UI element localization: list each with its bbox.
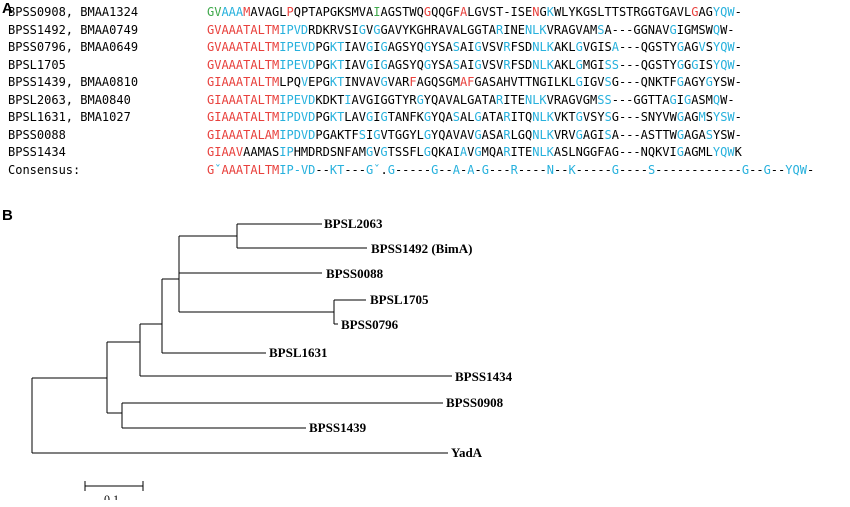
sequence-name: BPSS0088 (8, 127, 66, 142)
tree-leaf-label: BPSL1705 (370, 292, 429, 307)
sequence-residues: GVAAATALTMIPEVDPGKTIAVGIGAGSYQGYSASAIGVS… (207, 57, 742, 72)
tree-leaf-label: BPSL2063 (324, 216, 383, 231)
sequence-residues: GIAAATALTMIPDVDPGKTLAVGIGTANFKGYQASALGAT… (207, 110, 742, 124)
alignment-row: BPSL1705 GVAAATALTMIPEVDPGKTIAVGIGAGSYQGY… (8, 57, 814, 75)
sequence-name: Consensus: (8, 162, 81, 177)
sequence-name: BPSL1631, BMA1027 (8, 110, 131, 124)
alignment-row: BPSS0796, BMAA0649 GVAAATALTMIPEVDPGKTIAV… (8, 39, 814, 57)
tree-leaf-label: BPSS1492 (BimA) (371, 241, 472, 256)
sequence-name: BPSL2063, BMA0840 (8, 92, 131, 107)
sequence-name: BPSS0908, BMAA1324 (8, 5, 139, 19)
sequence-name: BPSS1492, BMAA0749 (8, 22, 139, 37)
sequence-alignment: BPSS0908, BMAA1324 GVAAAMAVAGLPQPTAPGKSMV… (8, 4, 814, 179)
phylogenetic-tree: BPSL2063 BPSS1492 (BimA) BPSS0088 BPSL17… (31, 216, 513, 500)
sequence-residues: GVAAATALTMIPEVDPGKTIAVGIGAGSYQGYSASAIGVS… (207, 40, 742, 54)
panel-b-label: B (2, 207, 13, 224)
tree-leaf-label: YadA (451, 445, 483, 460)
sequence-residues: GIAAVAAMASIPHMDRDSNFAMGVGTSSFLGQKAIAVGMQ… (207, 145, 742, 159)
sequence-residues: GIAAATALAMIPDVDPGAKTFSIGVTGGYLGYQAVAVGAS… (207, 127, 742, 142)
alignment-row: BPSS1434 GIAAVAAMASIPHMDRDSNFAMGVGTSSFLGQ… (8, 144, 814, 162)
alignment-row: BPSS1439, BMAA0810 GIAAATALTMLPQVEPGKTINV… (8, 74, 814, 92)
tree-branches (31, 223, 452, 454)
sequence-name: BPSS0796, BMAA0649 (8, 40, 139, 54)
sequence-name: BPSL1705 (8, 57, 66, 72)
scale-bar-label: 0.1 (104, 492, 119, 500)
tree-leaf-label: BPSL1631 (269, 345, 328, 360)
alignment-row: BPSL2063, BMA0840 GIAAATALTMIPEVDKDKTIAVG… (8, 92, 814, 110)
alignment-row: BPSS1492, BMAA0749 GVAAATALTMIPVDRDKRVSIG… (8, 22, 814, 40)
alignment-row: BPSS0908, BMAA1324 GVAAAMAVAGLPQPTAPGKSMV… (8, 4, 814, 22)
scale-bar (84, 481, 144, 491)
sequence-residues: GVAAATALTMIPVDRDKRVSIGVGGAVYKGHRAVALGGTA… (207, 22, 735, 37)
sequence-residues: GˇAAATALTMIP-VD--KT---Gˇ.G-----G--A-A-G-… (207, 162, 815, 177)
sequence-name: BPSS1434 (8, 145, 66, 159)
tree-leaf-label: BPSS1434 (455, 369, 513, 384)
tree-leaf-label: BPSS1439 (309, 420, 367, 435)
sequence-residues: GVAAAMAVAGLPQPTAPGKSMVAIAGSTWQGQQGFALGVS… (207, 5, 742, 19)
tree-leaf-label: BPSS0088 (326, 266, 384, 281)
tree-leaf-label: BPSS0796 (341, 317, 399, 332)
tree-leaf-label: BPSS0908 (446, 395, 504, 410)
sequence-residues: GIAAATALTMIPEVDKDKTIAVGIGGTYRGYQAVALGATA… (207, 92, 735, 107)
alignment-row: Consensus: GˇAAATALTMIP-VD--KT---Gˇ.G----… (8, 162, 814, 180)
alignment-row: BPSS0088 GIAAATALAMIPDVDPGAKTFSIGVTGGYLGY… (8, 127, 814, 145)
panel-a-label: A (2, 0, 13, 17)
sequence-residues: GIAAATALTMLPQVEPGKTINVAVGVARFAGQSGMAFGAS… (207, 75, 742, 89)
alignment-row: BPSL1631, BMA1027 GIAAATALTMIPDVDPGKTLAVG… (8, 109, 814, 127)
sequence-name: BPSS1439, BMAA0810 (8, 75, 139, 89)
